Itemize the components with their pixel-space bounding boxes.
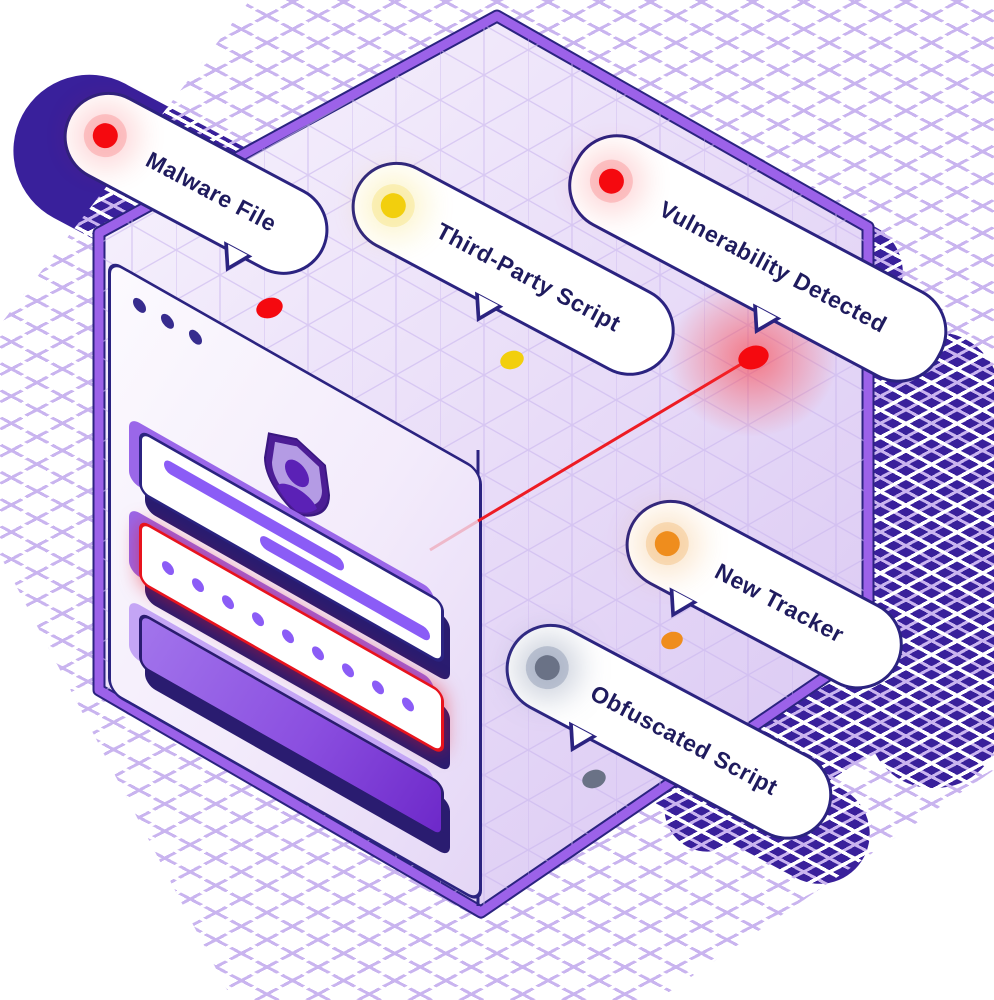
password-dot xyxy=(162,558,174,578)
password-dot xyxy=(312,643,324,663)
browser-window xyxy=(108,258,482,905)
window-control-dot xyxy=(189,327,202,348)
shield-icon xyxy=(263,432,331,517)
window-control-dot xyxy=(161,311,174,332)
password-dot xyxy=(282,626,294,646)
password-dot xyxy=(372,677,384,697)
password-dot xyxy=(402,695,414,714)
password-dot xyxy=(252,609,264,629)
password-dot xyxy=(192,575,204,595)
password-dot xyxy=(222,592,234,612)
password-dot xyxy=(342,660,354,680)
window-control-dot xyxy=(133,295,146,316)
